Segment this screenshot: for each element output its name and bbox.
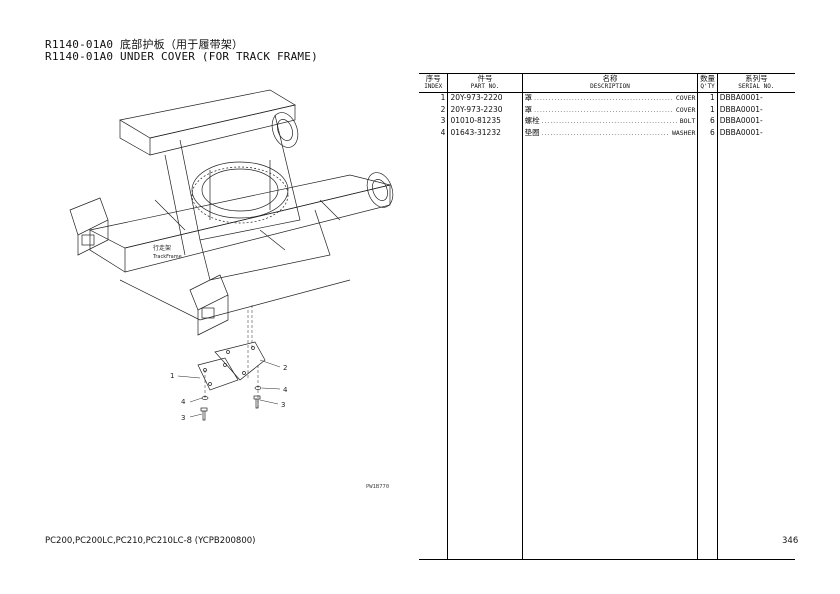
row-index: 2	[440, 104, 446, 114]
table-row: 4 01643-31232 垫圈........................…	[419, 127, 795, 140]
row-name-cn: 罩	[524, 93, 533, 102]
frame-label-en: TrackFrame	[152, 254, 182, 260]
row-description: 螺栓......................................…	[521, 116, 698, 128]
row-qty: 1	[697, 92, 718, 105]
row-qty: 1	[697, 104, 718, 117]
table-blank-area	[419, 139, 795, 561]
callout-2: 2	[283, 364, 287, 372]
row-description: 罩.......................................…	[521, 92, 698, 105]
row-name-en: BOLT	[679, 117, 696, 126]
row-description: 垫圈......................................…	[521, 127, 698, 140]
cover-plate-1	[197, 357, 239, 391]
cover-plate-2	[214, 341, 266, 381]
row-part-no: 01643-31232	[447, 127, 523, 140]
row-description: 罩.......................................…	[521, 104, 698, 117]
row-qty: 6	[697, 127, 718, 140]
row-name-cn: 垫圈	[524, 127, 540, 137]
washer-right	[254, 386, 262, 390]
figure-code: PW1B770	[366, 484, 390, 490]
callout-4-right: 4	[283, 386, 288, 394]
row-index: 4	[440, 127, 446, 137]
row-name-cn: 罩	[524, 104, 533, 114]
row-qty: 6	[697, 116, 718, 128]
bolt-left	[200, 407, 208, 421]
row-part-no: 01010-81235	[447, 116, 523, 128]
bolt-right	[253, 395, 261, 409]
callout-3-right: 3	[281, 401, 285, 409]
footer-models: PC200,PC200LC,PC210,PC210LC-8 (YCPB20080…	[45, 536, 256, 546]
callout-3-left: 3	[181, 414, 185, 422]
row-name-en: COVER	[675, 94, 696, 102]
callout-1: 1	[170, 372, 174, 380]
table-row: 1 20Y-973-2220 罩........................…	[419, 92, 795, 105]
row-index: 1	[440, 93, 446, 102]
frame-label-cn: 行走架	[153, 244, 171, 252]
row-index: 3	[440, 116, 446, 126]
page-title-en: R1140-01A0 UNDER COVER (FOR TRACK FRAME)	[45, 50, 318, 63]
page-title-block: R1140-01A0 底部护板（用于履带架） R1140-01A0 UNDER …	[45, 39, 318, 63]
track-frame-drawing	[69, 89, 394, 336]
table-row: 2 20Y-973-2230 罩........................…	[419, 104, 795, 117]
row-serial: DBBA0001-	[716, 92, 795, 105]
row-serial: DBBA0001-	[716, 116, 795, 128]
row-name-cn: 螺栓	[524, 116, 540, 126]
row-name-en: WASHER	[671, 128, 696, 137]
track-frame-diagram: 行走架 TrackFrame 1 2 3 3 4 4	[69, 89, 394, 422]
row-serial: DBBA0001-	[716, 104, 795, 117]
callout-4-left: 4	[181, 398, 186, 406]
row-part-no: 20Y-973-2230	[447, 104, 523, 117]
row-serial: DBBA0001-	[716, 127, 795, 140]
row-part-no: 20Y-973-2220	[447, 92, 523, 105]
page-number: 346	[782, 536, 799, 546]
table-row: 3 01010-81235 螺栓........................…	[419, 116, 795, 128]
row-name-en: COVER	[675, 105, 696, 114]
page-title-cn: R1140-01A0 底部护板（用于履带架）	[45, 38, 244, 51]
